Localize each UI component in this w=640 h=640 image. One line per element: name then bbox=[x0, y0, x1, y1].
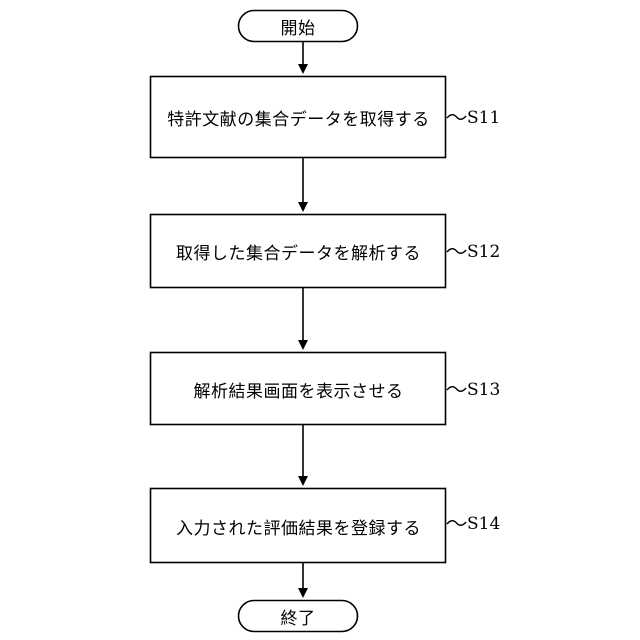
end-terminal-label: 終了 bbox=[280, 608, 316, 629]
process-box-s13-shape[interactable] bbox=[149, 351, 447, 426]
process-box-s12-label: 取得した集合データを解析する bbox=[176, 244, 421, 264]
step-reference-s13: S13 bbox=[467, 380, 501, 400]
leader-squiggle-s11 bbox=[446, 114, 467, 120]
process-box-s14-label: 入力された評価結果を登録する bbox=[176, 518, 421, 539]
process-box-s11-label: 特許文献の集合データを取得する bbox=[167, 110, 430, 130]
step-reference-s12: S12 bbox=[467, 242, 501, 262]
leader-squiggle-s14 bbox=[446, 520, 467, 526]
process-box-s12-shape[interactable] bbox=[149, 213, 447, 289]
leader-squiggle-s12 bbox=[446, 248, 467, 254]
end-terminal-shape[interactable] bbox=[237, 599, 359, 633]
process-box-s14-shape[interactable] bbox=[149, 487, 447, 564]
step-reference-s11: S11 bbox=[467, 108, 501, 128]
process-box-s13-label: 解析結果画面を表示させる bbox=[193, 381, 404, 402]
start-terminal-shape[interactable] bbox=[237, 9, 359, 43]
start-terminal-label: 開始 bbox=[280, 18, 316, 39]
leader-squiggle-s13 bbox=[446, 386, 467, 392]
process-box-s11-shape[interactable] bbox=[149, 75, 447, 159]
step-reference-s14: S14 bbox=[467, 514, 501, 534]
